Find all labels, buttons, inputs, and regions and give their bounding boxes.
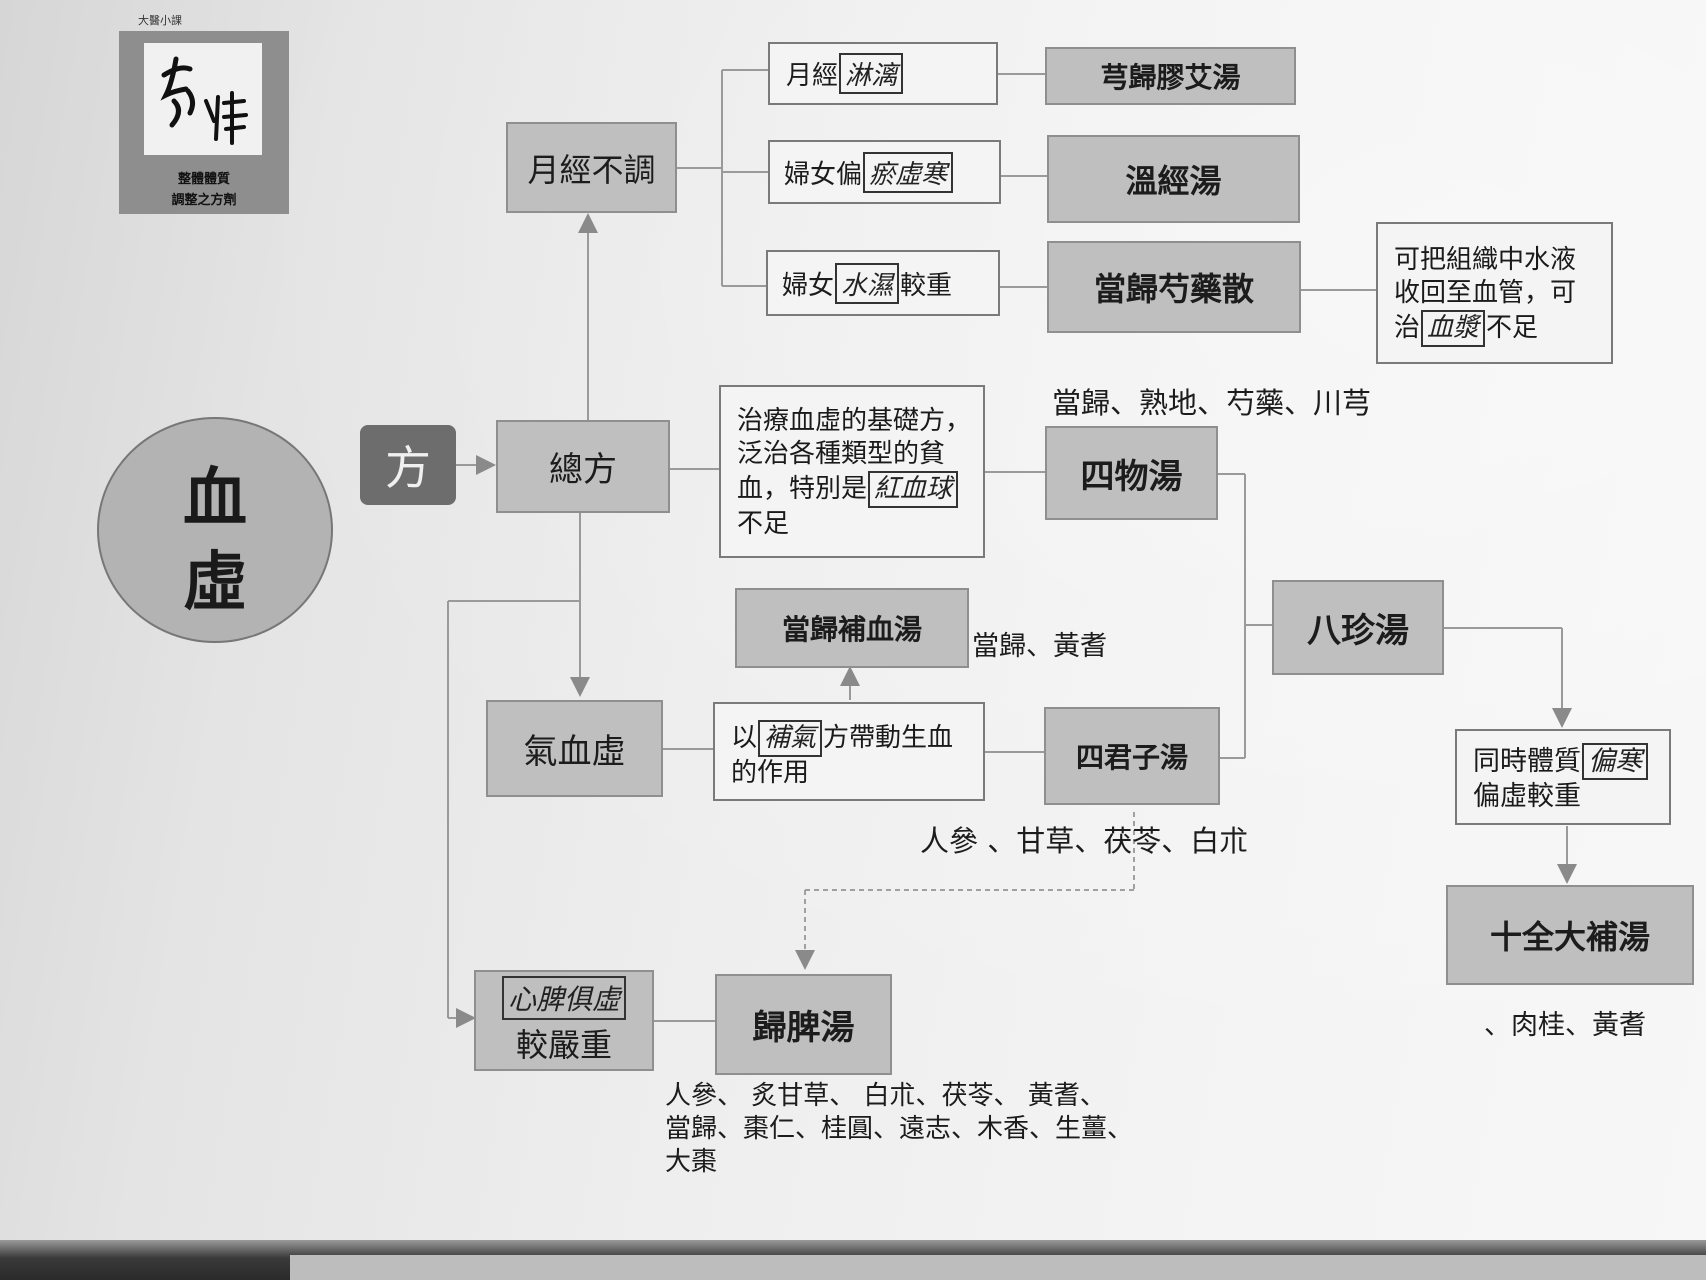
yuejing-butiao-label: 月經不調 (527, 150, 656, 189)
siwu-desc-line4: 不足 (737, 509, 790, 539)
xiongui-jiaoai-tang-label: 芎歸膠艾湯 (1100, 61, 1241, 94)
buqi-desc-prefix: 以 (731, 723, 758, 753)
shaoyao-note-line2: 收回至血管，可 (1394, 278, 1577, 308)
node-danggui-shaoyao-san: 當歸芍藥散 (1047, 241, 1301, 333)
guipi-herbs-line1: 人參、 炙甘草、 白朮、茯苓、 黃耆、 (665, 1081, 1106, 1111)
tongshi-desc-handwritten: 偏寒 (1582, 743, 1648, 780)
logo-top-text: 大醫小課 (138, 14, 182, 27)
fang-tag: 方 (360, 425, 456, 505)
node-xinpi-desc: 心脾俱虛 較嚴重 (474, 970, 654, 1071)
main-topic-char-1: 血 (183, 461, 247, 536)
qixue-xu-label: 氣血虛 (523, 732, 626, 772)
buqi-desc-suffix: 方帶動生血 (823, 723, 954, 753)
funu-jiaozhong-prefix: 婦女 (782, 270, 835, 301)
logo-caption-2: 調整之方劑 (171, 193, 237, 208)
sijunzi-herbs: 人參 、甘草、茯苓、白朮 (920, 824, 1249, 858)
funu-pian-handwritten: 瘀虛寒 (863, 151, 954, 193)
brand-signature-icon (160, 56, 248, 145)
danggui-buxue-herbs: 當歸、黃耆 (972, 631, 1107, 662)
shaoyao-note-prefix: 治 (1394, 313, 1421, 343)
node-yuejing-butiao: 月經不調 (506, 122, 677, 213)
shiquan-herbs: 、肉桂、黃耆 (1484, 1010, 1646, 1041)
tongshi-desc-line2: 偏虛較重 (1473, 781, 1581, 812)
node-xiongui-jiaoai-tang: 芎歸膠艾湯 (1045, 47, 1296, 105)
shaoyao-note-suffix: 不足 (1486, 313, 1539, 343)
funu-pian-prefix: 婦女偏 (784, 159, 863, 190)
siwu-tang-label: 四物湯 (1080, 456, 1183, 497)
buqi-desc-line2: 的作用 (731, 758, 810, 788)
node-buqi-desc: 以補氣方帶動生血 的作用 (713, 702, 985, 801)
brand-logo: 整體體質 調整之方劑 (119, 31, 289, 214)
main-topic-circle: 血 虛 (97, 417, 333, 643)
logo-brand-panel (144, 43, 262, 155)
danggui-shaoyao-san-label: 當歸芍藥散 (1093, 270, 1254, 308)
node-guipi-tang: 歸脾湯 (715, 974, 892, 1075)
siwu-desc-prefix: 血，特別是 (737, 474, 868, 504)
guipi-tang-label: 歸脾湯 (752, 1008, 855, 1048)
funu-jiaozhong-suffix: 較重 (900, 270, 953, 301)
guipi-herbs-line3: 大棗 (665, 1147, 718, 1177)
shaoyao-note-line3: 治血漿不足 (1394, 310, 1601, 347)
sijunzi-tang-label: 四君子湯 (1075, 741, 1188, 774)
node-siwu-tang: 四物湯 (1045, 426, 1218, 520)
siwu-herbs: 當歸、熟地、芍藥、川芎 (1052, 386, 1372, 420)
node-tongshi-desc: 同時體質偏寒 偏虛較重 (1455, 729, 1671, 825)
node-zong-fang: 總方 (496, 420, 670, 513)
siwu-desc-handwritten: 紅血球 (868, 471, 959, 508)
guipi-herbs-line2: 當歸、棗仁、桂圓、遠志、木香、生薑、 (665, 1114, 1134, 1144)
node-siwu-desc: 治療血虛的基礎方， 泛治各種類型的貧 血，特別是紅血球 不足 (719, 385, 985, 558)
node-wenjing-tang: 溫經湯 (1047, 135, 1300, 223)
shaoyao-note-line1: 可把組織中水液 (1394, 245, 1577, 275)
zong-fang-label: 總方 (549, 450, 617, 490)
funu-jiaozhong-handwritten: 水濕 (835, 262, 900, 304)
node-yuejing-linli: 月經 淋漓 (768, 42, 998, 105)
logo-caption-1: 整體體質 (177, 172, 230, 187)
shiquan-tang-label: 十全大補湯 (1489, 918, 1650, 956)
danggui-buxue-tang-label: 當歸補血湯 (781, 613, 922, 646)
buqi-desc-line1: 以補氣方帶動生血 (731, 720, 973, 757)
node-qixue-xu: 氣血虛 (486, 700, 663, 797)
node-shaoyao-note: 可把組織中水液 收回至血管，可 治血漿不足 (1376, 222, 1613, 364)
yuejing-linli-prefix: 月經 (786, 61, 839, 91)
node-bazhen-tang: 八珍湯 (1272, 580, 1444, 675)
wenjing-tang-label: 溫經湯 (1125, 162, 1222, 200)
node-shiquan-tang: 十全大補湯 (1446, 885, 1694, 985)
guipi-herbs: 人參、 炙甘草、 白朮、茯苓、 黃耆、 當歸、棗仁、桂圓、遠志、木香、生薑、 大… (665, 1080, 1165, 1179)
shaoyao-note-handwritten: 血漿 (1421, 310, 1486, 347)
siwu-desc-line1: 治療血虛的基礎方， (737, 406, 972, 436)
siwu-desc-line3: 血，特別是紅血球 (737, 471, 973, 508)
xinpi-desc-line2: 較嚴重 (515, 1025, 612, 1064)
buqi-desc-handwritten: 補氣 (758, 720, 823, 757)
node-funu-jiaozhong: 婦女 水濕 較重 (766, 250, 1000, 316)
node-sijunzi-tang: 四君子湯 (1044, 707, 1220, 805)
tongshi-desc-prefix: 同時體質 (1473, 746, 1581, 777)
tongshi-desc-line1: 同時體質偏寒 (1473, 743, 1659, 780)
bazhen-tang-label: 八珍湯 (1307, 611, 1409, 651)
node-danggui-buxue-tang: 當歸補血湯 (735, 588, 969, 668)
main-topic-char-2: 虛 (183, 545, 247, 620)
paper-bottom-edge (290, 1255, 1706, 1280)
xinpi-desc-handwritten: 心脾俱虛 (501, 975, 626, 1020)
siwu-desc-line2: 泛治各種類型的貧 (737, 439, 946, 469)
node-funu-pian: 婦女偏 瘀虛寒 (768, 140, 1001, 204)
yuejing-linli-handwritten: 淋漓 (839, 53, 904, 94)
